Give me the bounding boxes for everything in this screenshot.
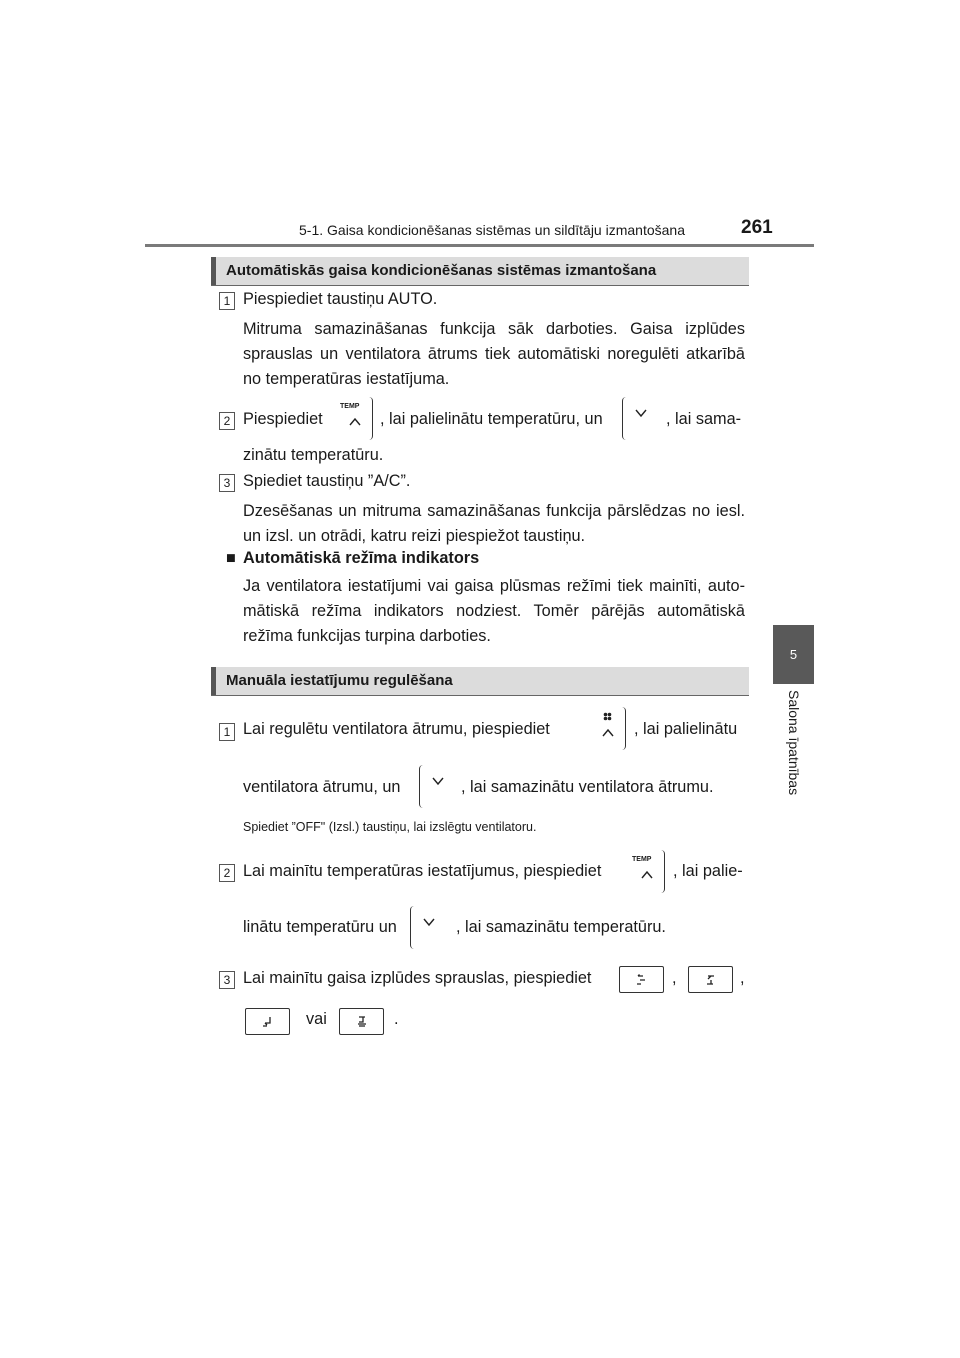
temp-label: TEMP	[340, 403, 360, 410]
step-text: linātu temperatūru un	[243, 918, 397, 936]
note-marker: ■	[226, 549, 236, 567]
step-number: 3	[219, 474, 235, 492]
chevron-down-icon	[432, 777, 444, 786]
step-text: , lai palielinātu	[634, 720, 738, 738]
fan-icon	[603, 712, 612, 721]
step-text: , lai samazinātu temperatūru.	[456, 918, 666, 936]
step-number: 2	[219, 412, 235, 430]
or-text: vai	[306, 1010, 327, 1028]
temp-down-button-icon	[622, 397, 658, 440]
step-text: , lai samazinātu ventilatora ātrumu.	[461, 778, 714, 796]
step-text: Piespiediet	[243, 410, 323, 428]
section-heading-manual: Manuāla iestatījumu regulēšana	[211, 667, 749, 695]
step-text: Lai mainītu temperatūras iestatījumus, p…	[243, 862, 602, 880]
step-number: 2	[219, 864, 235, 882]
step-text: , lai sama-	[666, 410, 742, 428]
chevron-up-icon	[641, 870, 653, 879]
fan-up-button-icon	[590, 707, 626, 750]
step-text: Lai regulētu ventilatora ātrumu, piespie…	[243, 720, 550, 738]
step-number: 1	[219, 723, 235, 741]
chevron-down-icon	[635, 409, 647, 418]
chevron-up-icon	[349, 417, 361, 426]
end-period: .	[394, 1010, 399, 1028]
chapter-tab: 5	[773, 625, 814, 684]
page-number: 261	[741, 217, 773, 238]
vent-bilevel-icon	[688, 966, 733, 993]
section-rule	[211, 695, 749, 696]
vent-face-icon	[619, 966, 664, 993]
fan-down-button-icon	[419, 765, 455, 808]
step-text: , lai palielinātu temperatūru, un	[380, 410, 603, 428]
temp-up-button-icon: TEMP	[629, 850, 665, 893]
step-text: ventilatora ātrumu, un	[243, 778, 401, 796]
note-paragraph: Ja ventilatora iestatījumi vai gaisa plū…	[243, 577, 745, 645]
step-text: , lai palie-	[673, 862, 743, 880]
step-note: Spiediet ”OFF" (Izsl.) taustiņu, lai izs…	[243, 820, 537, 834]
chevron-down-icon	[423, 918, 435, 927]
section-heading-automatic: Automātiskās gaisa kondicionēšanas sistē…	[211, 257, 749, 285]
step-paragraph: Dzesēšanas un mitruma samazināšanas funk…	[243, 502, 745, 545]
vent-feet-icon	[245, 1008, 290, 1035]
separator-comma: ,	[672, 969, 677, 987]
step-paragraph: Mitruma samazināšanas funkcija sāk darbo…	[243, 320, 745, 388]
vent-feet-defrost-icon	[339, 1008, 384, 1035]
separator-comma: ,	[740, 969, 745, 987]
temp-down-button-icon	[410, 906, 446, 949]
step-text: Lai mainītu gaisa izplūdes sprauslas, pi…	[243, 969, 592, 987]
note-title: Automātiskā režīma indikators	[243, 549, 480, 567]
step-text: Piespiediet taustiņu AUTO.	[243, 290, 438, 308]
temp-up-button-icon: TEMP	[337, 397, 373, 440]
section-rule	[211, 285, 749, 286]
chapter-label-text: Salona īpatnības	[786, 690, 802, 796]
step-number: 3	[219, 971, 235, 989]
step-text: zinātu temperatūru.	[243, 446, 384, 464]
step-number: 1	[219, 292, 235, 310]
step-text: Spiediet taustiņu ”A/C”.	[243, 472, 411, 490]
running-header: 5-1. Gaisa kondicionēšanas sistēmas un s…	[299, 222, 685, 238]
chevron-up-icon	[602, 728, 614, 737]
header-rule	[145, 244, 814, 247]
temp-label: TEMP	[632, 856, 652, 863]
chapter-label: Salona īpatnības	[784, 690, 804, 830]
